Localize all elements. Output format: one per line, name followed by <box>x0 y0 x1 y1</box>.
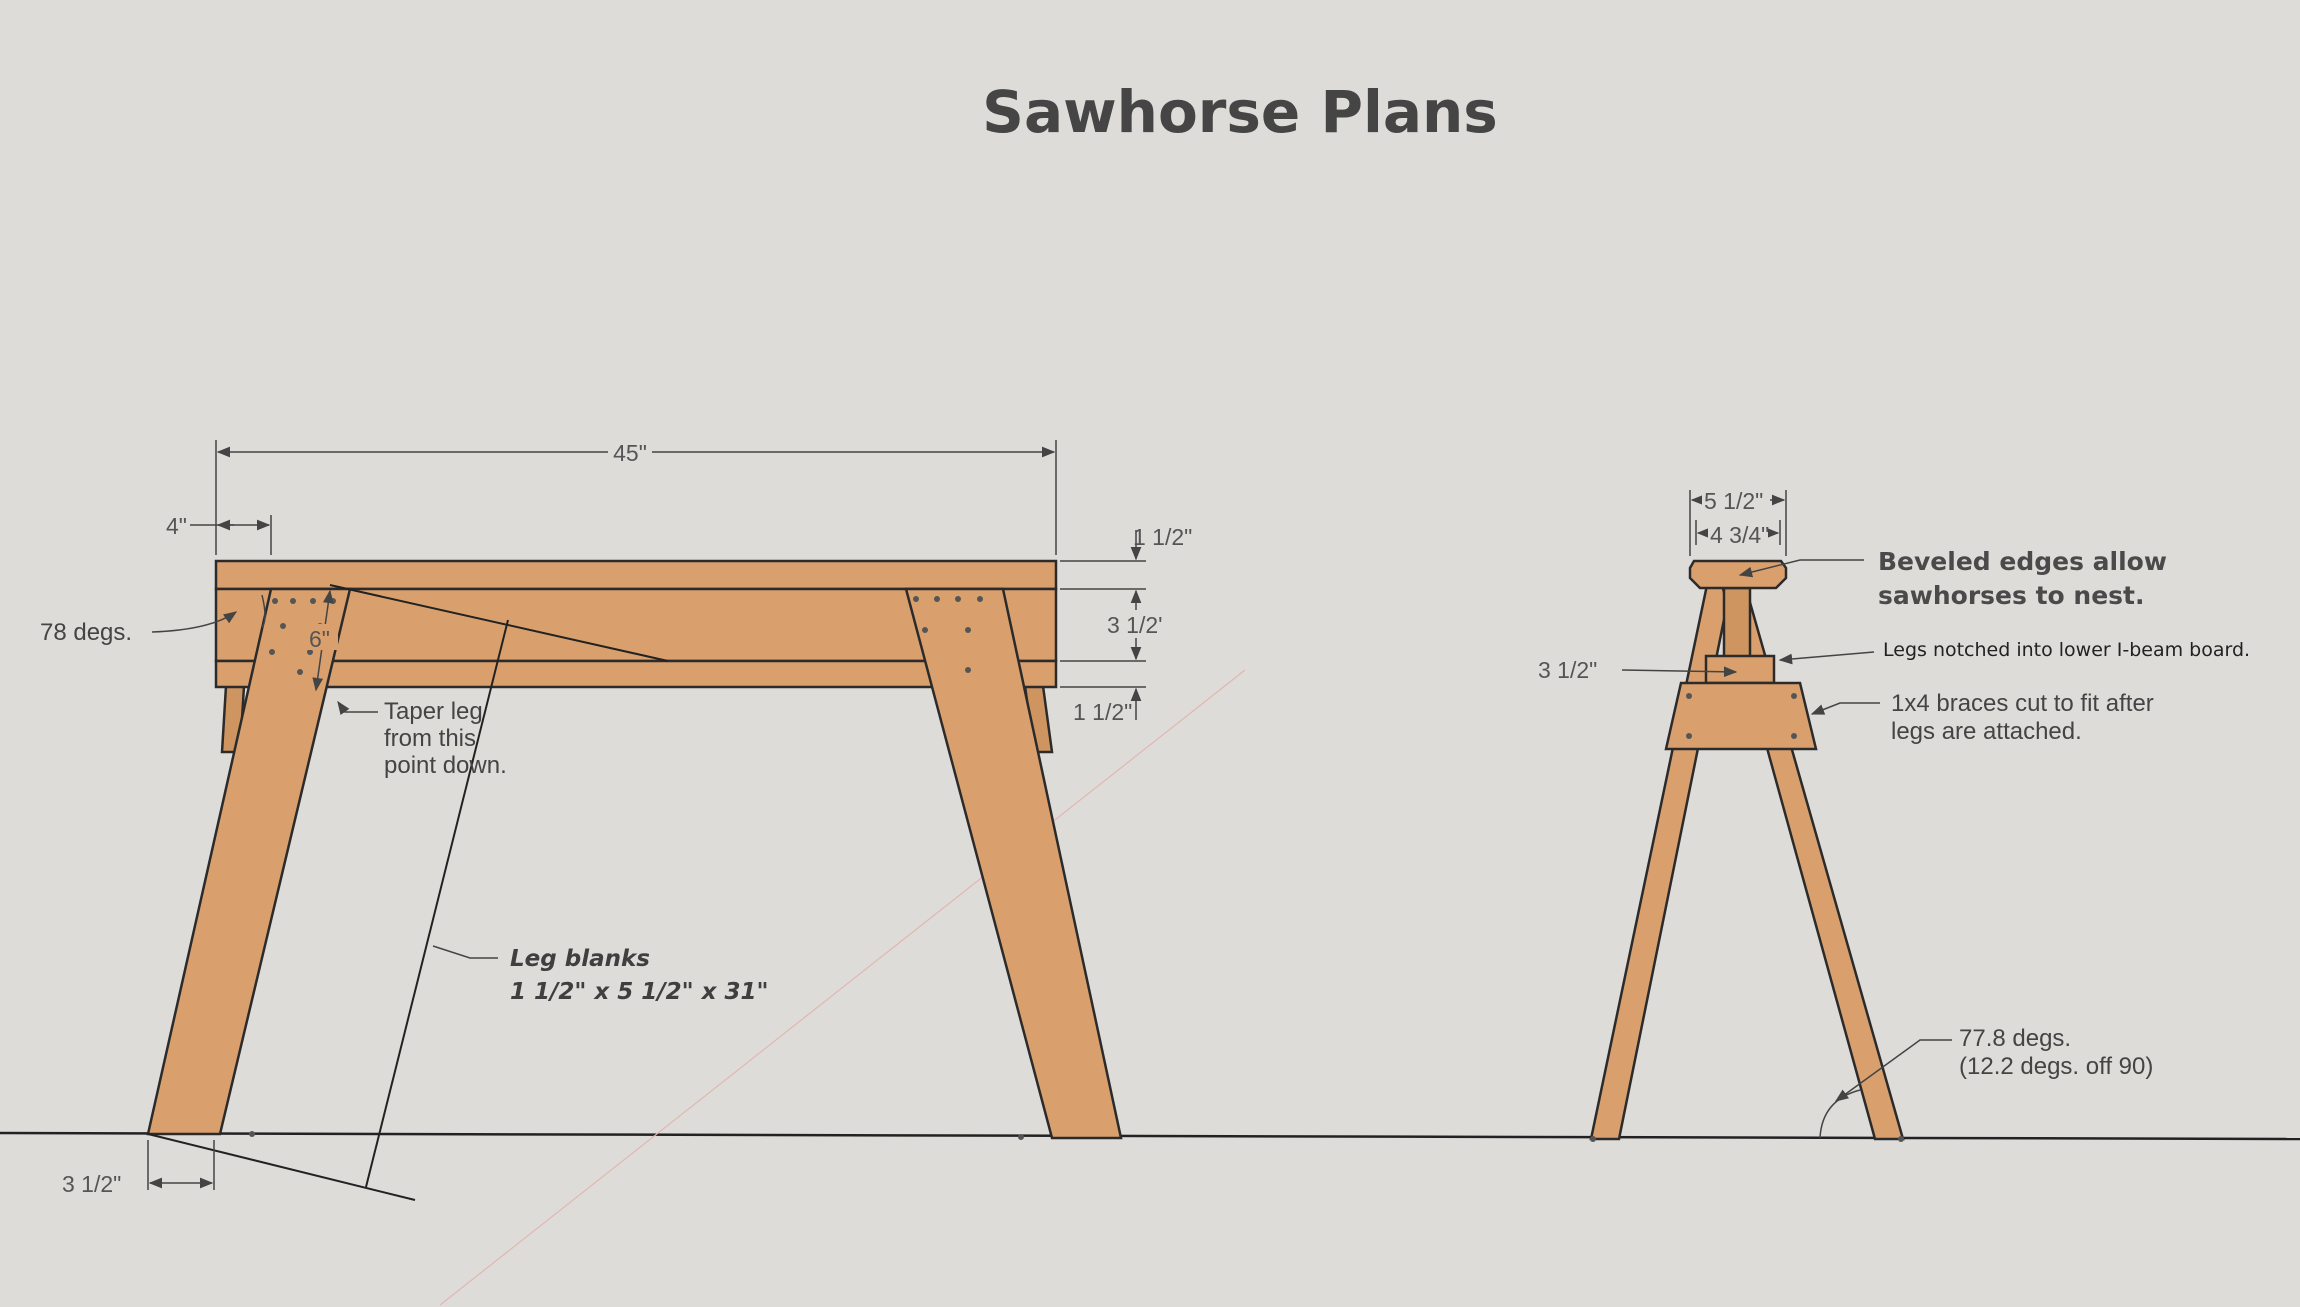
leg-blank-outline-bottom <box>147 1133 416 1201</box>
construction-line <box>439 669 1246 1306</box>
dim-top-width-label: 5 1/2" <box>1704 488 1763 514</box>
dim-brace-label: 3 1/2" <box>1538 657 1597 683</box>
leg-blanks-title: Leg blanks <box>510 946 650 972</box>
end-view: 5 1/2" 4 3/4" Beveled edges allow sawhor… <box>1538 487 2250 1142</box>
end-bottom-board <box>1704 654 1776 685</box>
leg-blank-outline-top <box>329 584 669 662</box>
angle-78-label: 78 degs. <box>40 619 132 646</box>
dim-offset-label: 4" <box>166 513 187 539</box>
side-view-screws <box>249 596 1024 1140</box>
leg-blanks-size: 1 1/2" x 5 1/2" x 31" <box>510 979 769 1005</box>
leg-blank-outline-side <box>365 619 509 1188</box>
brace-note: 1x4 braces cut to fit after legs are att… <box>1891 690 2160 745</box>
end-view-screws <box>1590 693 1904 1142</box>
angle-note: 77.8 degs. (12.2 degs. off 90) <box>1959 1025 2153 1080</box>
dim-beam-height-label: 3 1/2' <box>1107 612 1163 638</box>
notch-note: Legs notched into lower I-beam board. <box>1883 639 2250 661</box>
dim-foot-label: 3 1/2" <box>62 1171 121 1197</box>
taper-note: Taper leg from this point down. <box>384 698 507 779</box>
end-brace <box>1664 681 1818 751</box>
bevel-note: Beveled edges allow sawhorses to nest. <box>1878 547 2176 610</box>
left-leg <box>146 587 352 1136</box>
top-beam-board <box>214 559 1058 591</box>
side-view: 45" 4" 1 1/2" 3 1/2' 1 1/2" 78 degs. 6" … <box>40 437 1192 1201</box>
right-leg <box>904 587 1123 1140</box>
page-title: Sawhorse Plans <box>982 78 1498 146</box>
dim-inner-width-label: 4 3/4" <box>1710 522 1769 548</box>
dim-taper-label: 6" <box>309 626 330 652</box>
dim-length-label: 45" <box>613 440 647 466</box>
end-top-board <box>1688 559 1788 590</box>
bottom-beam-board <box>214 659 1058 689</box>
angle-arc-78 <box>261 594 266 628</box>
angle-arc-77-8 <box>1819 1089 1861 1139</box>
dim-bottom-thickness-label: 1 1/2" <box>1073 699 1132 725</box>
ground-line <box>0 1131 2300 1141</box>
dim-top-thickness-label: 1 1/2" <box>1133 524 1192 550</box>
